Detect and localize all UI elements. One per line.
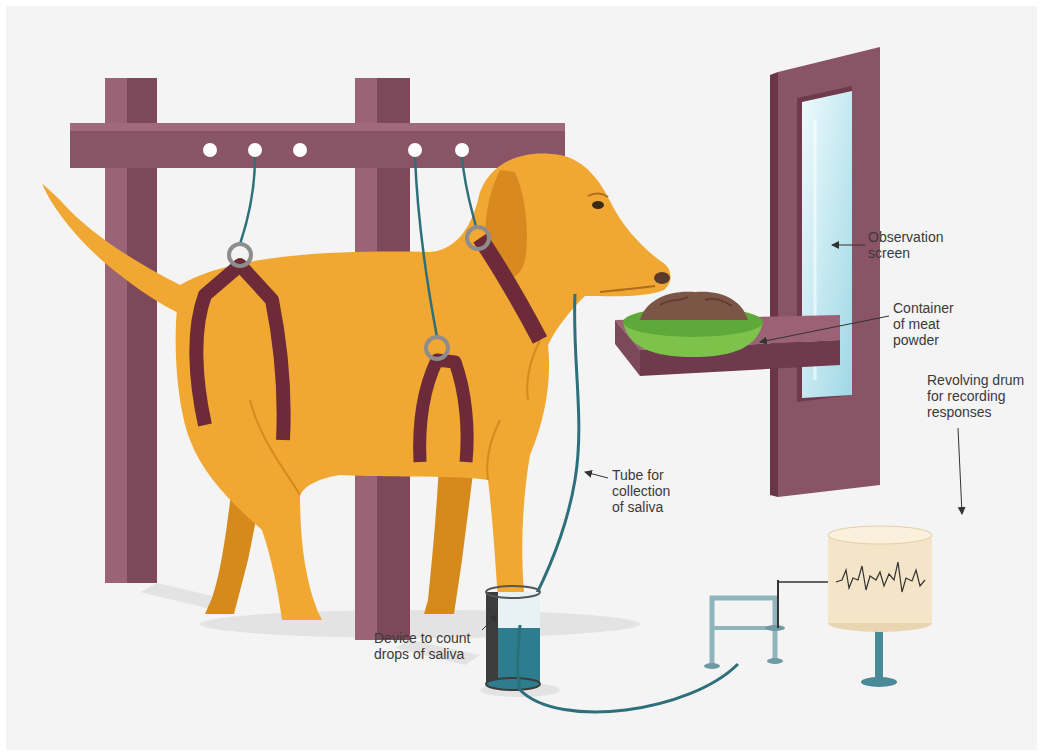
frame-beam-edge — [70, 123, 565, 131]
chest-harness — [420, 360, 467, 462]
stand-foot — [704, 663, 720, 669]
callout-label: Container of meat powder — [893, 300, 965, 348]
dog-mouth — [600, 286, 655, 292]
beam-hole — [248, 143, 262, 157]
window-frame — [778, 47, 880, 497]
canister-shade — [486, 592, 498, 684]
callout-label: Device to count drops of saliva — [374, 630, 484, 662]
leader-line — [585, 472, 608, 478]
stand-foot — [767, 658, 783, 664]
suspension-rope — [415, 157, 437, 337]
canister-rim — [486, 586, 540, 598]
dog-shading — [250, 340, 540, 495]
recording-pen — [777, 580, 779, 628]
suspension-rope — [462, 157, 476, 227]
meat-powder — [640, 292, 748, 320]
beam-hole — [455, 143, 469, 157]
callout-label: Revolving drum for recording responses — [927, 372, 1037, 420]
dog-body — [176, 153, 671, 620]
dog-tail — [42, 183, 190, 318]
leader-line — [832, 245, 865, 246]
beam-hole — [203, 143, 217, 157]
meat-texture — [660, 297, 732, 306]
window-side — [770, 72, 778, 497]
canister-base — [486, 678, 540, 690]
panel-background — [6, 6, 1037, 750]
leader-line — [760, 316, 889, 342]
frame-beam — [70, 123, 565, 168]
recorder-stand — [712, 598, 775, 665]
recorder-disk — [765, 625, 785, 631]
callout-label: Observation screen — [868, 229, 968, 261]
harness-ring — [467, 227, 489, 249]
neck-collar — [480, 238, 540, 340]
beam-hole — [408, 143, 422, 157]
saliva-canister — [486, 592, 540, 684]
dog-eye — [592, 201, 604, 209]
hind-harness — [196, 265, 283, 440]
pen-arm — [778, 581, 836, 583]
drum-face — [828, 535, 932, 623]
saliva-tube — [520, 294, 579, 625]
response-trace — [836, 562, 925, 592]
dog-brow — [588, 193, 608, 197]
suspension-rope — [240, 157, 255, 244]
leader-line — [958, 428, 962, 514]
harness-ring — [426, 337, 448, 359]
dog-nose — [654, 272, 670, 284]
revolving-drum — [828, 535, 932, 623]
leader-line — [482, 615, 497, 630]
callout-label: Tube for collection of saliva — [612, 467, 682, 515]
drum-base — [861, 677, 897, 687]
recording-tube — [518, 625, 738, 712]
drum-top — [828, 526, 932, 544]
harness-ring — [229, 244, 251, 266]
beam-hole — [293, 143, 307, 157]
